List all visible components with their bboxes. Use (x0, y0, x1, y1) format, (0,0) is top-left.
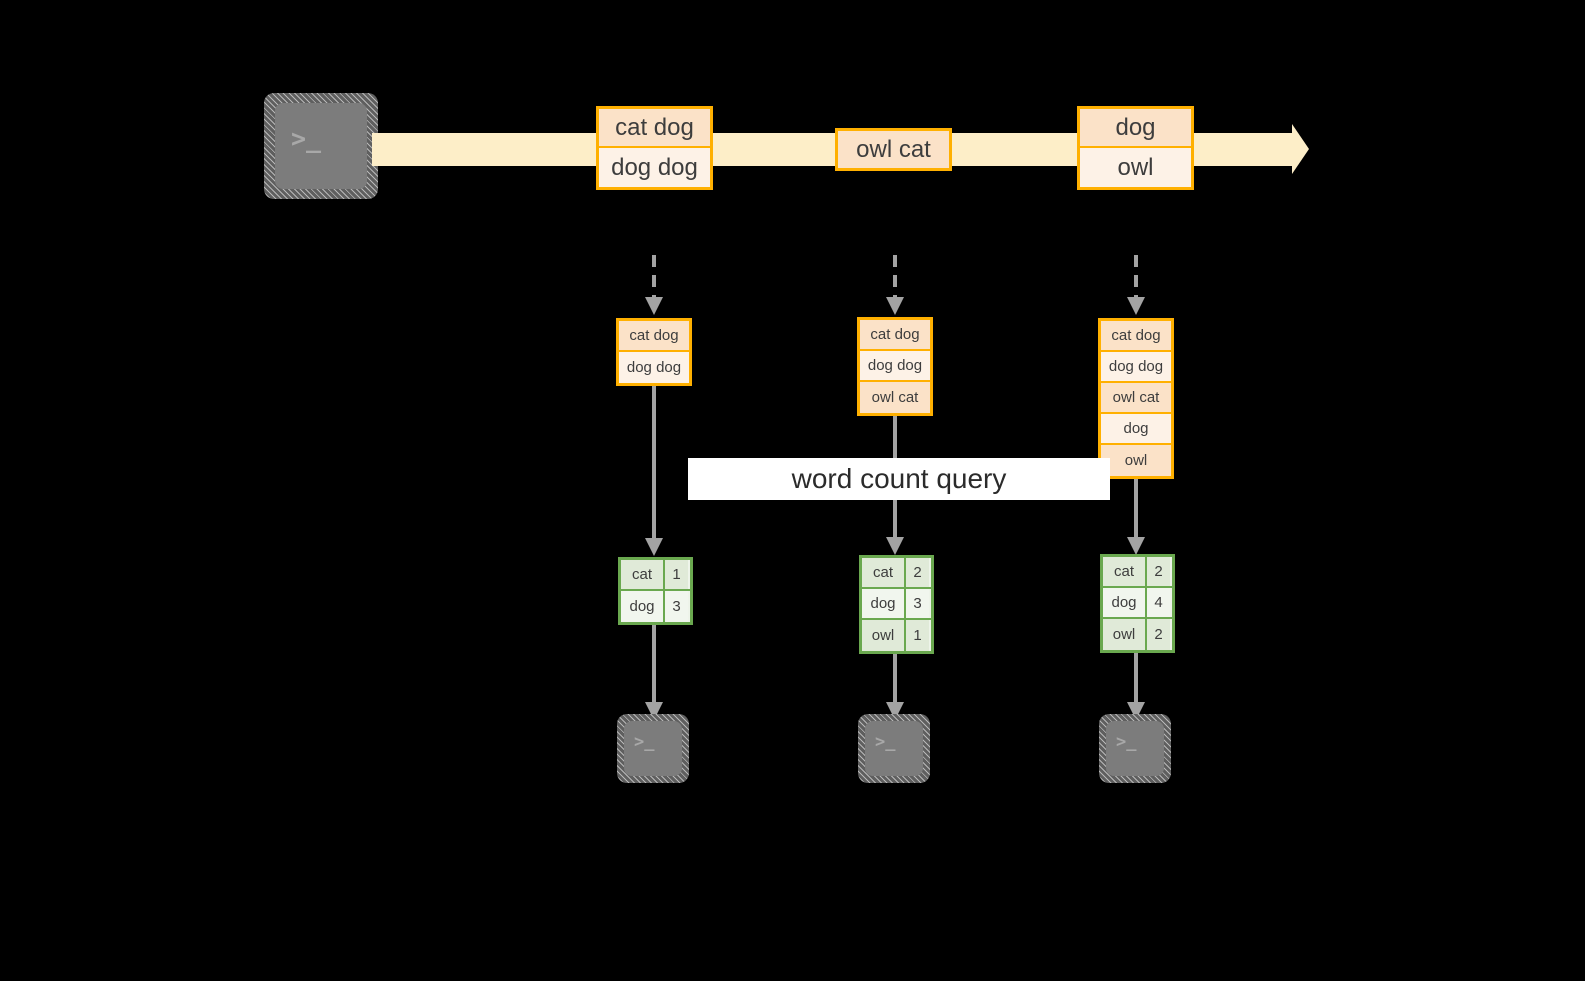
stream-event-1[interactable]: cat dog dog dog (596, 106, 713, 190)
stream-event-line: owl cat (838, 131, 949, 168)
result-row: cat 2 (1103, 557, 1172, 588)
snapshot-3-result-table[interactable]: cat 2 dog 4 owl 2 (1100, 554, 1175, 653)
stream-event-line: dog dog (599, 148, 710, 187)
terminal-screen (1106, 721, 1164, 776)
event-stream-arrowhead (1292, 124, 1312, 174)
result-word: cat (1103, 557, 1147, 586)
result-row: dog 4 (1103, 588, 1172, 619)
terminal-prompt-glyph: >_ (875, 732, 896, 752)
connector-shaft (652, 255, 656, 297)
snapshot-3-query-connector (1127, 479, 1145, 555)
snapshot-3-stream-connector (1127, 255, 1145, 315)
result-count: 2 (1147, 619, 1170, 650)
snapshot-2-result-table[interactable]: cat 2 dog 3 owl 1 (859, 555, 934, 654)
input-row: owl (1101, 445, 1171, 476)
snapshot-1-sink-connector (645, 625, 663, 720)
snapshot-1-input-table[interactable]: cat dog dog dog (616, 318, 692, 386)
source-terminal-icon: >_ (264, 93, 378, 199)
stream-event-2[interactable]: owl cat (835, 128, 952, 171)
query-label-text: word count query (791, 463, 1007, 494)
result-count: 1 (665, 560, 688, 589)
result-word: owl (862, 620, 906, 651)
input-row: owl cat (1101, 383, 1171, 414)
connector-arrowhead (886, 297, 904, 315)
terminal-screen (275, 103, 367, 189)
result-count: 2 (906, 558, 929, 587)
snapshot-3-input-table[interactable]: cat dog dog dog owl cat dog owl (1098, 318, 1174, 479)
input-row: owl cat (860, 382, 930, 413)
snapshot-2-stream-connector (886, 255, 904, 315)
connector-shaft (652, 625, 656, 702)
snapshot-1-sink-terminal-icon: >_ (617, 714, 689, 783)
result-count: 2 (1147, 557, 1170, 586)
snapshot-1-stream-connector (645, 255, 663, 315)
input-row: cat dog (1101, 321, 1171, 352)
connector-shaft (1134, 653, 1138, 702)
input-row: dog (1101, 414, 1171, 445)
result-row: dog 3 (621, 591, 690, 622)
result-row: cat 1 (621, 560, 690, 591)
connector-shaft (1134, 255, 1138, 297)
stream-event-line: dog (1080, 109, 1191, 149)
result-count: 4 (1147, 588, 1170, 617)
result-row: dog 3 (862, 589, 931, 620)
terminal-prompt-glyph: >_ (634, 732, 655, 752)
result-word: cat (862, 558, 906, 587)
result-word: dog (621, 591, 665, 622)
connector-arrowhead (645, 297, 663, 315)
input-row: dog dog (1101, 352, 1171, 383)
result-word: dog (862, 589, 906, 618)
snapshot-3-sink-connector (1127, 653, 1145, 720)
snapshot-2-sink-terminal-icon: >_ (858, 714, 930, 783)
stream-event-3[interactable]: dog owl (1077, 106, 1194, 190)
result-word: cat (621, 560, 665, 589)
terminal-screen (865, 721, 923, 776)
result-row: owl 1 (862, 620, 931, 651)
connector-shaft (893, 654, 897, 702)
snapshot-3-sink-terminal-icon: >_ (1099, 714, 1171, 783)
input-row: dog dog (619, 352, 689, 383)
result-count: 3 (906, 589, 929, 618)
connector-arrowhead (1127, 537, 1145, 555)
terminal-prompt-glyph: >_ (291, 124, 322, 153)
result-row: owl 2 (1103, 619, 1172, 650)
input-row: cat dog (619, 321, 689, 352)
snapshot-1-result-table[interactable]: cat 1 dog 3 (618, 557, 693, 625)
connector-arrowhead (886, 537, 904, 555)
result-count: 3 (665, 591, 688, 622)
result-count: 1 (906, 620, 929, 651)
result-word: owl (1103, 619, 1147, 650)
connector-shaft (893, 255, 897, 297)
connector-arrowhead (1127, 297, 1145, 315)
connector-arrowhead (645, 538, 663, 556)
result-word: dog (1103, 588, 1147, 617)
connector-shaft (652, 386, 656, 538)
query-label-band: word count query (688, 458, 1110, 500)
snapshot-2-input-table[interactable]: cat dog dog dog owl cat (857, 317, 933, 416)
input-row: dog dog (860, 351, 930, 382)
result-row: cat 2 (862, 558, 931, 589)
connector-shaft (1134, 479, 1138, 537)
stream-event-line: cat dog (599, 109, 710, 149)
snapshot-2-sink-connector (886, 654, 904, 720)
terminal-screen (624, 721, 682, 776)
terminal-prompt-glyph: >_ (1116, 732, 1137, 752)
stream-event-line: owl (1080, 148, 1191, 187)
input-row: cat dog (860, 320, 930, 351)
snapshot-1-query-connector (645, 386, 663, 556)
